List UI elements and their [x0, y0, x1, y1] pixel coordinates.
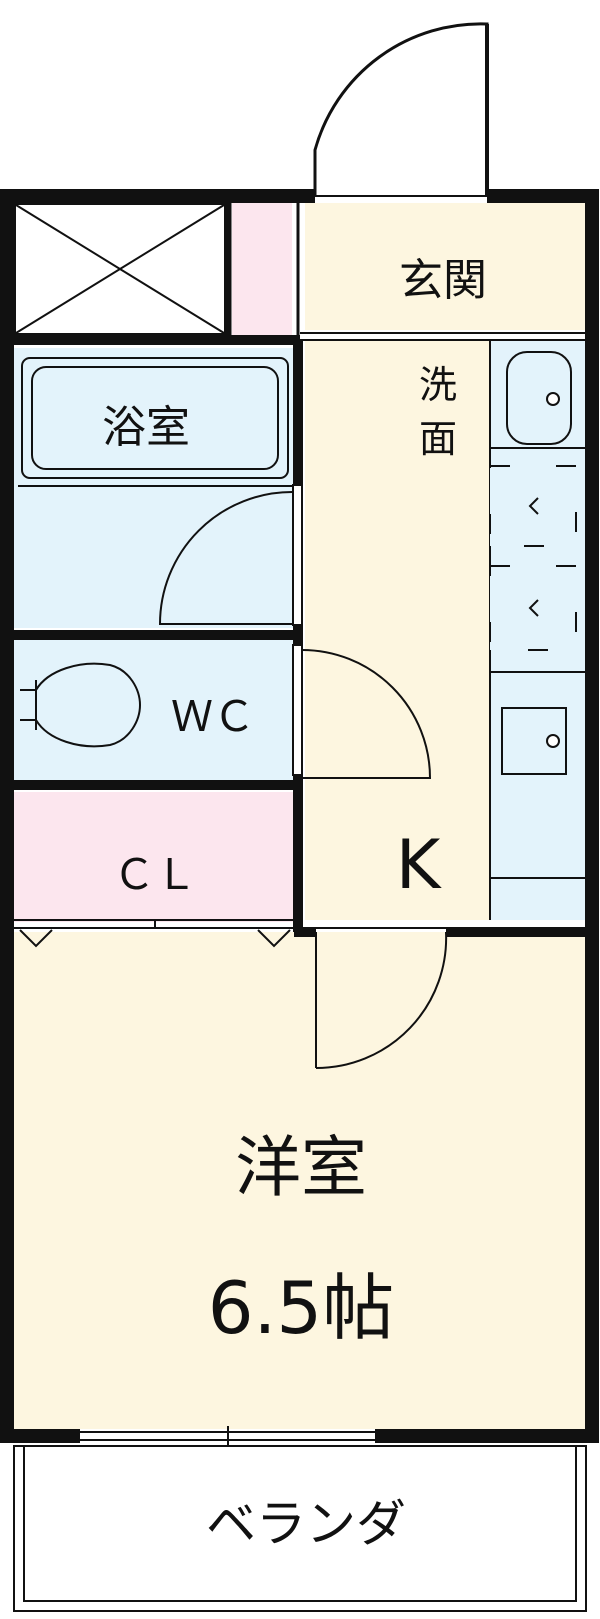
- toilet-door-swing: [301, 649, 432, 779]
- shaft-x2: [15, 204, 225, 334]
- washer-mark-1: [528, 497, 539, 515]
- entrance-door-swing: [313, 22, 489, 196]
- room-door-swing: [315, 931, 448, 1070]
- washroom-kitchen-area: [305, 340, 490, 920]
- closet-door-right: [257, 929, 291, 948]
- closet-door-left: [19, 929, 53, 948]
- label-veranda: ベランダ: [206, 1495, 406, 1553]
- label-bath: 浴室: [102, 402, 190, 453]
- washbasin-drain: [546, 392, 560, 406]
- label-washroom-1: 洗: [419, 363, 457, 407]
- label-entrance: 玄関: [399, 255, 487, 306]
- label-closet: ＣＬ: [113, 850, 197, 899]
- kitchen-sink-drain: [546, 734, 560, 748]
- bath-door-swing: [158, 491, 293, 625]
- washer-mark-2: [528, 599, 539, 617]
- closet-area: [10, 792, 294, 922]
- label-toilet: ＷＣ: [171, 692, 255, 741]
- veranda-inner: [23, 1445, 577, 1602]
- label-western-size: 6.5帖: [208, 1266, 395, 1350]
- western-room-area: [10, 932, 585, 1432]
- label-western-room: 洋室: [235, 1129, 367, 1206]
- bath-door-frame: [292, 484, 303, 626]
- veranda-outline: [13, 1445, 587, 1612]
- label-kitchen: K: [396, 826, 443, 905]
- entrance-area: [305, 200, 585, 330]
- pink-storage: [232, 200, 292, 338]
- toilet-bowl: [20, 662, 142, 748]
- toilet-door-frame: [292, 644, 303, 776]
- bathtub-inner: [31, 366, 279, 470]
- label-washroom-2: 面: [419, 417, 457, 461]
- toilet-area: [10, 640, 294, 780]
- washbasin: [506, 351, 572, 445]
- washer-pan-2: [489, 565, 577, 651]
- washer-pan-1: [489, 465, 577, 547]
